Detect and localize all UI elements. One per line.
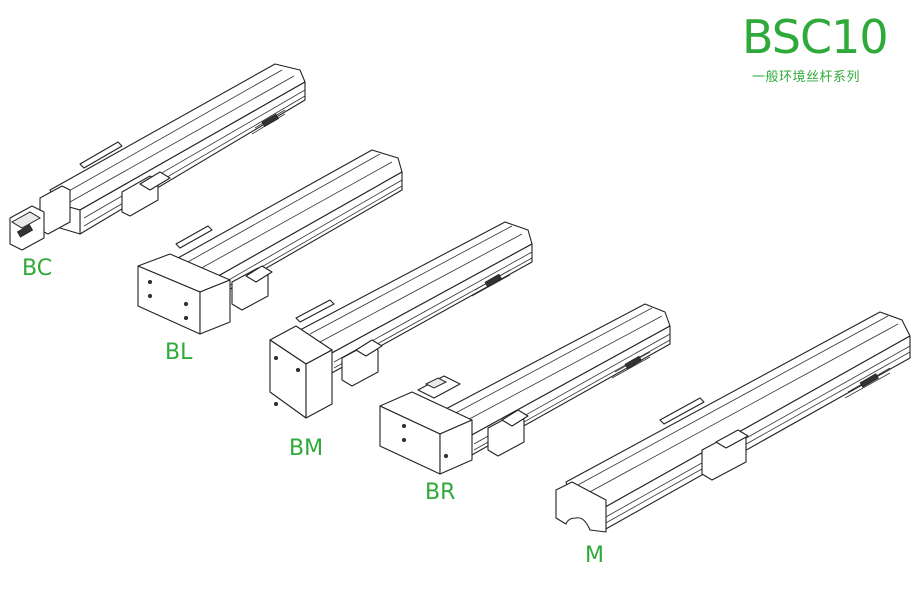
- model-title: BSC10: [742, 10, 889, 64]
- actuator-bl: [137, 149, 403, 335]
- variant-label-bc: BC: [22, 256, 53, 281]
- variant-label-bm: BM: [289, 436, 324, 461]
- actuator-br: [379, 303, 671, 475]
- variant-label-bl: BL: [165, 340, 193, 365]
- variant-label-br: BR: [425, 480, 456, 505]
- actuator-m: [555, 311, 911, 533]
- series-subtitle: 一般环境丝杆系列: [752, 70, 861, 85]
- actuator-bc: [9, 63, 306, 251]
- variant-label-m: M: [585, 543, 604, 568]
- actuator-bm: [269, 221, 533, 419]
